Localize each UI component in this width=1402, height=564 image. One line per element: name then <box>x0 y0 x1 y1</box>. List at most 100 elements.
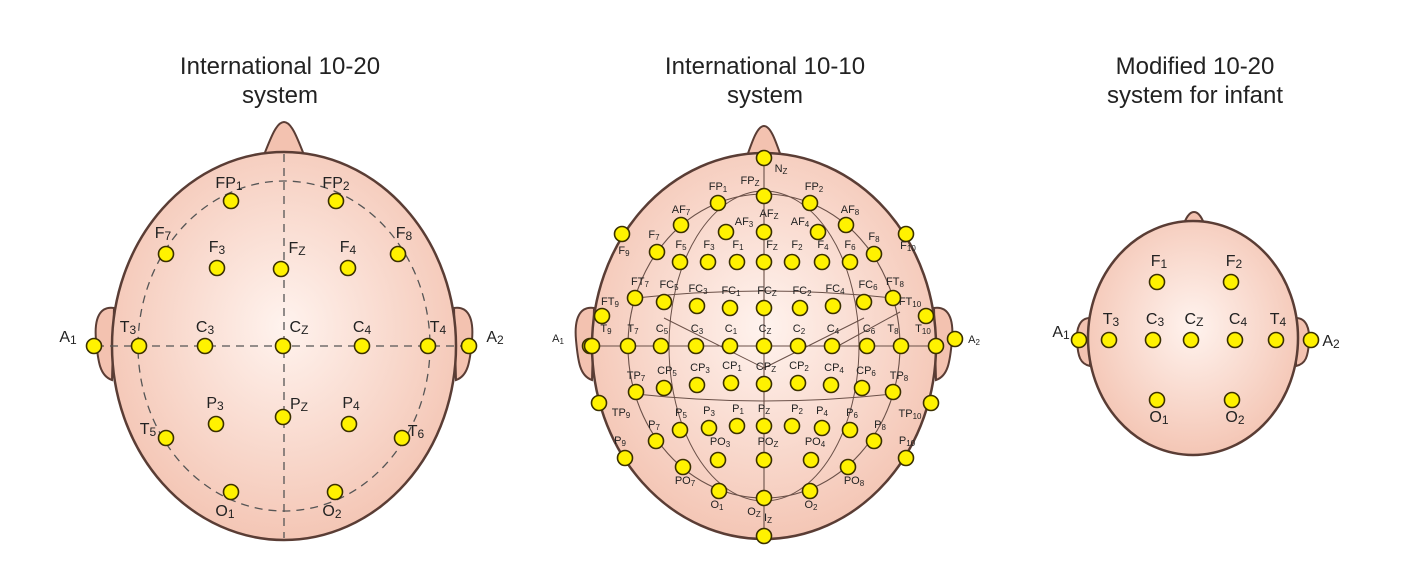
electrode-marker <box>755 489 773 507</box>
electrode-c5: C5 <box>652 323 670 355</box>
electrode-label: AF4 <box>791 216 810 229</box>
electrode-label: O2 <box>1225 409 1244 427</box>
electrode-label: F1 <box>732 239 744 252</box>
electrode-c6: C6 <box>858 323 876 355</box>
title-line-2: system for infant <box>1106 82 1284 109</box>
diagonal-line <box>837 311 901 347</box>
electrode-po8: PO8 <box>839 458 865 488</box>
electrode-fc4: FC4 <box>824 283 845 315</box>
electrode-label: FC5 <box>659 279 679 292</box>
electrode-marker <box>672 216 690 234</box>
electrode-t8: T8 <box>887 323 910 355</box>
electrode-iz: IZ <box>755 512 773 545</box>
electrode-fcz: FCZ <box>755 285 777 317</box>
electrode-marker <box>709 194 727 212</box>
electrode-marker <box>157 429 175 447</box>
electrode-p3: P3 <box>700 405 718 437</box>
electrode-marker <box>655 293 673 311</box>
electrode-label: P6 <box>846 407 858 420</box>
electrode-label: CP2 <box>789 360 809 373</box>
electrode-marker <box>130 337 148 355</box>
electrode-f9: F9 <box>613 225 631 258</box>
electrode-label: T5 <box>140 421 157 439</box>
electrode-marker <box>613 225 631 243</box>
electrode-marker <box>339 259 357 277</box>
electrode-marker <box>274 337 292 355</box>
electrode-pz: PZ <box>274 396 308 426</box>
title-line-2: system <box>241 82 318 109</box>
electrode-fz: FZ <box>755 239 778 271</box>
electrode-label: A2 <box>1322 333 1340 351</box>
electrode-marker <box>652 337 670 355</box>
electrode-label: CPZ <box>756 361 776 374</box>
diagonal-line <box>663 317 765 369</box>
parietal-arc <box>635 393 893 402</box>
electrode-f1: F1 <box>728 239 746 271</box>
electrode-afz: AFZ <box>755 208 779 241</box>
electrode-marker <box>222 483 240 501</box>
electrode-label: F10 <box>900 240 916 253</box>
electrode-label: F5 <box>675 239 687 252</box>
electrode-label: O1 <box>1149 409 1168 427</box>
electrode-p8: P8 <box>865 419 886 450</box>
electrode-marker <box>813 253 831 271</box>
electrode-label: CP3 <box>690 362 710 375</box>
electrode-a1: A1 <box>1052 324 1088 349</box>
electrode-tp9: TP9 <box>590 394 631 420</box>
electrode-marker <box>841 421 859 439</box>
electrode-cp1: CP1 <box>722 360 742 392</box>
electrode-label: T7 <box>627 323 639 336</box>
title-line-1: International 10-20 <box>179 53 381 80</box>
electrode-marker <box>824 297 842 315</box>
electrode-marker <box>207 415 225 433</box>
electrode-marker <box>626 289 644 307</box>
electrode-marker <box>674 458 692 476</box>
electrode-p6: P6 <box>841 407 859 439</box>
electrode-label: FZ <box>766 239 778 252</box>
electrode-marker <box>699 253 717 271</box>
electrode-label: C1 <box>725 323 738 336</box>
electrode-fz: FZ <box>272 240 306 278</box>
electrode-marker <box>710 482 728 500</box>
electrode-p4: P4 <box>340 395 360 433</box>
electrode-p1: P1 <box>728 403 746 435</box>
electrode-f6: F6 <box>841 239 859 271</box>
electrode-marker <box>822 376 840 394</box>
electrode-marker <box>700 419 718 437</box>
electrode-label: F4 <box>340 239 357 257</box>
electrode-f7: F7 <box>155 225 175 263</box>
electrode-label: C5 <box>656 323 669 336</box>
electrode-label: F2 <box>1226 253 1243 271</box>
electrode-f2: F2 <box>783 239 803 271</box>
diagonal-line <box>763 317 865 369</box>
electrode-t7: T7 <box>619 323 639 355</box>
electrode-cp4: CP4 <box>822 362 844 394</box>
electrode-label: T4 <box>1270 311 1287 329</box>
title-international-10-20: International 10-20 system <box>130 52 430 110</box>
electrode-label: T6 <box>408 423 425 441</box>
electrode-fp2: FP2 <box>322 175 350 210</box>
electrode-marker <box>327 192 345 210</box>
electrode-label: F2 <box>791 239 803 252</box>
electrode-marker <box>85 337 103 355</box>
electrode-t3: T3 <box>120 319 148 355</box>
electrode-label: T10 <box>915 323 931 336</box>
electrode-label: P3 <box>703 405 715 418</box>
electrode-label: P7 <box>648 419 660 432</box>
electrode-fc2: FC2 <box>791 285 812 317</box>
electrode-af4: AF4 <box>791 216 827 241</box>
electrode-cz: CZ <box>755 323 773 355</box>
electrode-label: C4 <box>1229 311 1248 329</box>
electrode-marker <box>946 330 964 348</box>
electrode-label: P3 <box>206 395 224 413</box>
electrode-marker <box>865 432 883 450</box>
electrode-marker <box>1148 391 1166 409</box>
electrode-cp5: CP5 <box>655 365 677 397</box>
electrode-label: P8 <box>874 419 886 432</box>
nose-icon <box>260 120 308 161</box>
electrode-label: FC2 <box>792 285 812 298</box>
electrode-fc5: FC5 <box>655 279 679 311</box>
electrode-marker <box>897 449 915 467</box>
electrode-marker <box>892 337 910 355</box>
electrode-marker <box>1070 331 1088 349</box>
